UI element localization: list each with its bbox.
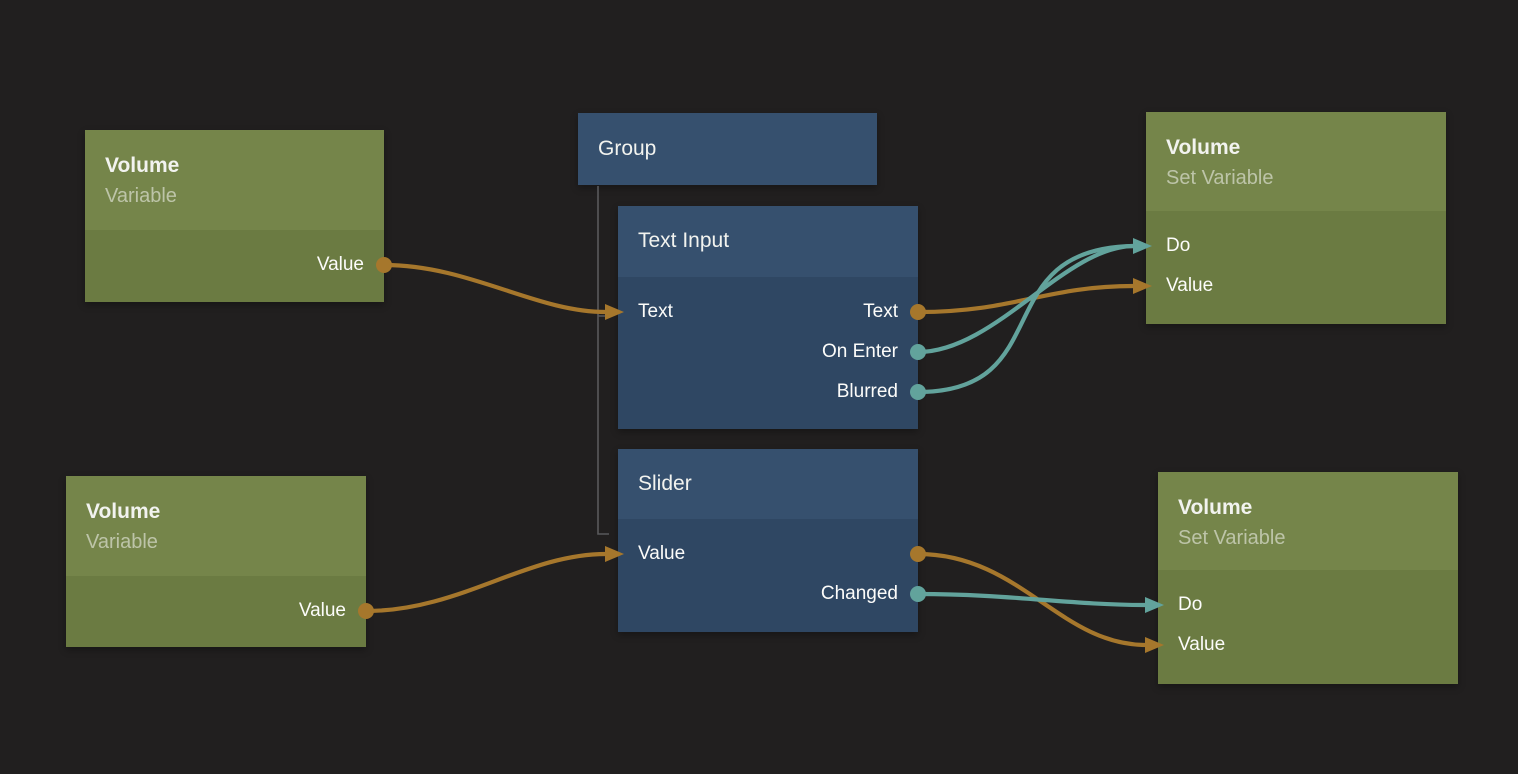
port-label-value-input: Value bbox=[638, 543, 686, 564]
port-label-value-output: Value bbox=[316, 254, 364, 275]
port-row-do: Do bbox=[1146, 226, 1446, 266]
wire-variable-top-value-to-textinput-text[interactable] bbox=[381, 262, 609, 315]
node-subtitle: Variable bbox=[105, 185, 177, 207]
wire-textinput-blurred-to-setvariable-top-do[interactable] bbox=[915, 243, 1137, 395]
node-title: Volume bbox=[86, 500, 161, 523]
port-label-on-enter-output: On Enter bbox=[821, 341, 898, 362]
port-row-text: Text Text bbox=[618, 292, 918, 332]
port-label-value-output: Value bbox=[298, 600, 346, 621]
node-subtitle: Variable bbox=[86, 531, 158, 553]
node-volume-set-variable-top[interactable]: Volume Set Variable Do Value bbox=[1146, 112, 1446, 324]
node-body: Value bbox=[66, 576, 366, 647]
node-header[interactable]: Volume Variable bbox=[66, 476, 366, 576]
port-label-value-input: Value bbox=[1166, 275, 1214, 296]
node-header[interactable]: Group bbox=[578, 113, 877, 185]
node-header[interactable]: Volume Set Variable bbox=[1146, 112, 1446, 211]
node-header[interactable]: Text Input bbox=[618, 206, 918, 277]
node-subtitle: Set Variable bbox=[1178, 527, 1286, 549]
node-body: Do Value bbox=[1158, 570, 1458, 684]
port-row-value-output: Value bbox=[66, 591, 366, 631]
port-label-changed-output: Changed bbox=[820, 583, 898, 604]
node-group[interactable]: Group bbox=[578, 113, 877, 185]
node-volume-variable-top[interactable]: Volume Variable Value bbox=[85, 130, 384, 302]
port-label-value-input: Value bbox=[1178, 634, 1226, 655]
port-row-on-enter: On Enter bbox=[618, 332, 918, 372]
port-label-do-input: Do bbox=[1178, 594, 1203, 615]
node-title: Volume bbox=[105, 154, 180, 177]
port-row-value: Value bbox=[1146, 266, 1446, 306]
port-row-value: Value bbox=[1158, 625, 1458, 665]
node-title: Group bbox=[598, 137, 657, 160]
node-body: Value Changed bbox=[618, 519, 918, 632]
node-title: Slider bbox=[638, 472, 692, 495]
node-subtitle: Set Variable bbox=[1166, 167, 1274, 189]
node-body: Do Value bbox=[1146, 211, 1446, 324]
group-children-connector-line bbox=[597, 186, 609, 535]
node-volume-set-variable-bottom[interactable]: Volume Set Variable Do Value bbox=[1158, 472, 1458, 684]
node-slider[interactable]: Slider Value Changed bbox=[618, 449, 918, 632]
node-body: Value bbox=[85, 230, 384, 302]
port-row-do: Do bbox=[1158, 585, 1458, 625]
port-row-value-output: Value bbox=[85, 245, 384, 285]
node-title: Volume bbox=[1178, 496, 1253, 519]
port-row-blurred: Blurred bbox=[618, 372, 918, 412]
wire-slider-value-to-setvariable-bottom-value[interactable] bbox=[915, 551, 1149, 648]
wire-slider-changed-to-setvariable-bottom-do[interactable] bbox=[915, 591, 1149, 608]
node-title: Text Input bbox=[638, 229, 730, 252]
wire-textinput-onenter-to-setvariable-top-do[interactable] bbox=[915, 243, 1137, 355]
node-text-input[interactable]: Text Input Text Text On Enter Blurred bbox=[618, 206, 918, 429]
port-row-value: Value bbox=[618, 534, 918, 574]
node-volume-variable-bottom[interactable]: Volume Variable Value bbox=[66, 476, 366, 647]
node-header[interactable]: Volume Set Variable bbox=[1158, 472, 1458, 570]
wire-textinput-text-to-setvariable-top-value[interactable] bbox=[915, 283, 1137, 315]
wire-variable-bottom-value-to-slider-value[interactable] bbox=[363, 551, 609, 614]
node-header[interactable]: Volume Variable bbox=[85, 130, 384, 230]
port-row-changed: Changed bbox=[618, 574, 918, 614]
port-label-do-input: Do bbox=[1166, 235, 1191, 256]
port-label-text-output: Text bbox=[863, 301, 898, 322]
port-label-blurred-output: Blurred bbox=[836, 381, 898, 402]
node-title: Volume bbox=[1166, 136, 1241, 159]
node-body: Text Text On Enter Blurred bbox=[618, 277, 918, 429]
port-label-text-input: Text bbox=[638, 301, 673, 322]
node-header[interactable]: Slider bbox=[618, 449, 918, 519]
